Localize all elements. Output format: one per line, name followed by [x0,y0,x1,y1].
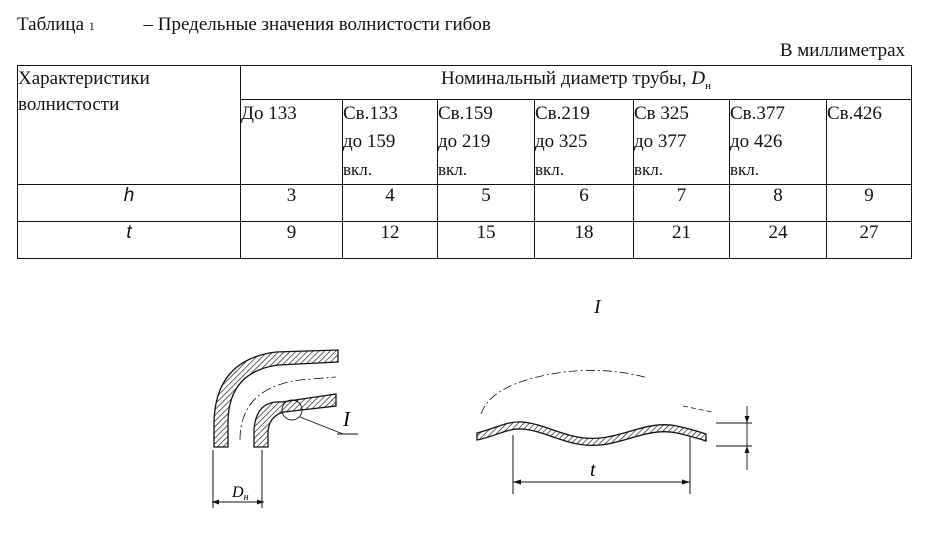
table-cell: 8 [729,183,827,222]
table-cell: 21 [633,220,730,259]
row-label-h: h [17,183,241,222]
technical-drawings: Dн I t [212,349,752,508]
table-cell: 9 [826,183,912,222]
table-cell: 24 [729,220,827,259]
table-cell: 4 [342,183,438,222]
pitch-label: t [590,459,596,481]
waviness-table: Характеристики волнистости Номинальный д… [17,65,912,259]
column-header: До 133 [240,98,343,185]
row-label-t: t [17,220,241,259]
table-cell: 15 [437,220,535,259]
group-header-subscript: н [705,79,711,92]
column-header-line: до 325 [535,130,588,152]
table-cell: 27 [826,220,912,259]
header-characteristics-line1: Характеристики [18,68,150,89]
header-characteristics-line2: волнистости [18,94,120,115]
table-cell: 5 [437,183,535,222]
column-header: Св.426 [826,98,912,185]
column-header-line: вкл. [634,159,664,179]
column-header-line: до 219 [438,130,491,152]
column-header-line: вкл. [730,159,760,179]
table-cell: 7 [633,183,730,222]
table-cell: 12 [342,220,438,259]
caption-number: 1 [88,19,95,33]
table-row: h 3 4 5 6 7 8 9 [17,183,912,222]
table-caption: Таблица 1 – Предельные значения волнисто… [17,14,491,36]
column-header: Св 325 до 377 вкл. [633,98,730,185]
column-header-line: вкл. [438,159,468,179]
column-header-line: Св.377 [730,102,785,124]
table-cell: 9 [240,220,343,259]
column-header-line: Св.133 [343,102,398,124]
table-cell: 6 [534,183,634,222]
column-header-line: до 377 [634,130,687,152]
group-header-symbol: D [691,68,706,89]
column-header-line: До 133 [241,102,297,124]
caption-prefix: Таблица [17,14,85,35]
table-row: t 9 12 15 18 21 24 27 [17,220,912,259]
units-note: В миллиметрах [779,40,905,61]
column-header-line: до 159 [343,130,396,152]
detail-figure-label: I [594,296,601,318]
table-cell: 3 [240,183,343,222]
column-header-line: вкл. [535,159,565,179]
waviness-detail-drawing [476,370,752,494]
detail-callout-label: I [342,407,351,431]
group-header-text: Номинальный диаметр трубы, [441,68,687,89]
column-header-line: Св.426 [827,102,882,124]
header-characteristics: Характеристики волнистости [17,65,241,185]
column-header-line: Св.159 [438,102,493,124]
column-header: Св.133 до 159 вкл. [342,98,438,185]
diameter-label: Dн [231,484,249,503]
header-nominal-diameter: Номинальный диаметр трубы, Dн [240,65,912,100]
table-cell: 18 [534,220,634,259]
column-header-line: вкл. [343,159,373,179]
column-header-line: Св.219 [535,102,590,124]
column-header-line: до 426 [730,130,783,152]
column-header: Св.377 до 426 вкл. [729,98,827,185]
caption-title: – Предельные значения волнистости гибов [143,14,491,35]
pipe-bend-drawing [212,349,358,508]
column-header: Св.159 до 219 вкл. [437,98,535,185]
column-header-line: Св 325 [634,102,689,124]
column-header: Св.219 до 325 вкл. [534,98,634,185]
